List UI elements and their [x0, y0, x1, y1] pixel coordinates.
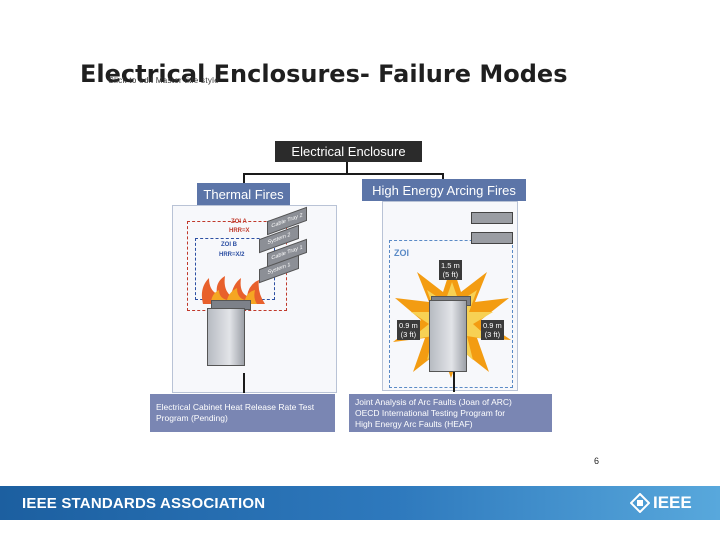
branch-horizontal-line: [243, 173, 443, 175]
dimension-right-unit: (3 ft): [484, 330, 501, 339]
lower-cable-tray-icon: [471, 232, 513, 244]
arcing-fires-caption: Joint Analysis of Arc Faults (Joan of AR…: [349, 394, 552, 432]
left-panel-stem-line: [243, 373, 245, 393]
arcing-fires-panel: ZOI 1.5 m (5 ft) 0.9 m (3 ft) 0.9 m (3 f…: [382, 201, 518, 392]
dimension-top-label: 1.5 m (5 ft): [439, 260, 462, 280]
hrr-b-label: HRR=X/2: [219, 252, 245, 258]
electrical-enclosure-box: Electrical Enclosure: [275, 141, 422, 162]
ieee-diamond-icon: [630, 493, 650, 513]
ieee-logo-text: IEEE: [653, 493, 692, 512]
dimension-top-value: 1.5 m: [441, 261, 460, 270]
dimension-left-label: 0.9 m (3 ft): [397, 320, 420, 340]
zoi-a-label: ZOI A: [231, 219, 247, 225]
right-branch-line: [442, 173, 444, 179]
thermal-caption-line-2: Program (Pending): [156, 413, 228, 423]
right-panel-stem-line: [453, 372, 455, 392]
dimension-top-unit: (5 ft): [442, 270, 459, 279]
thermal-fires-panel: ZOI A HRR=X ZOI B HRR=X/2 Cable Tray 2 S…: [172, 205, 337, 393]
zoi-b-label: ZOI B: [221, 242, 237, 248]
slide-title: Electrical Enclosures- Failure Modes: [80, 60, 568, 88]
arcing-caption-line-1: Joint Analysis of Arc Faults (Joan of AR…: [355, 396, 512, 407]
ieee-sa-wordmark: IEEE STANDARDS ASSOCIATION: [22, 495, 266, 512]
ieee-logo: IEEE: [630, 493, 692, 513]
page-number: 6: [594, 456, 600, 466]
zoi-label: ZOI: [394, 248, 409, 258]
thermal-fires-caption: Electrical Cabinet Heat Release Rate Tes…: [150, 394, 335, 432]
thermal-cabinet-icon: [207, 308, 245, 366]
upper-cable-tray-icon: [471, 212, 513, 224]
arcing-caption-line-3: High Energy Arc Faults (HEAF): [355, 418, 473, 429]
dimension-left-value: 0.9 m: [399, 321, 418, 330]
title-placeholder-overlay: Click to edit Master title style: [108, 76, 219, 85]
dimension-left-unit: (3 ft): [400, 330, 417, 339]
root-stem-line: [346, 162, 348, 174]
thermal-caption-line-1: Electrical Cabinet Heat Release Rate Tes…: [156, 402, 315, 412]
high-energy-arcing-box: High Energy Arcing Fires: [362, 179, 526, 201]
heaf-cabinet-icon: [429, 300, 467, 372]
hrr-a-label: HRR=X: [229, 228, 250, 234]
left-branch-line: [243, 173, 245, 183]
thermal-fires-box: Thermal Fires: [197, 183, 290, 205]
dimension-right-label: 0.9 m (3 ft): [481, 320, 504, 340]
zoi-boundary: [389, 240, 513, 388]
footer-bar: IEEE STANDARDS ASSOCIATION IEEE: [0, 486, 720, 520]
dimension-right-value: 0.9 m: [483, 321, 502, 330]
arcing-caption-line-2: OECD International Testing Program for: [355, 407, 506, 418]
